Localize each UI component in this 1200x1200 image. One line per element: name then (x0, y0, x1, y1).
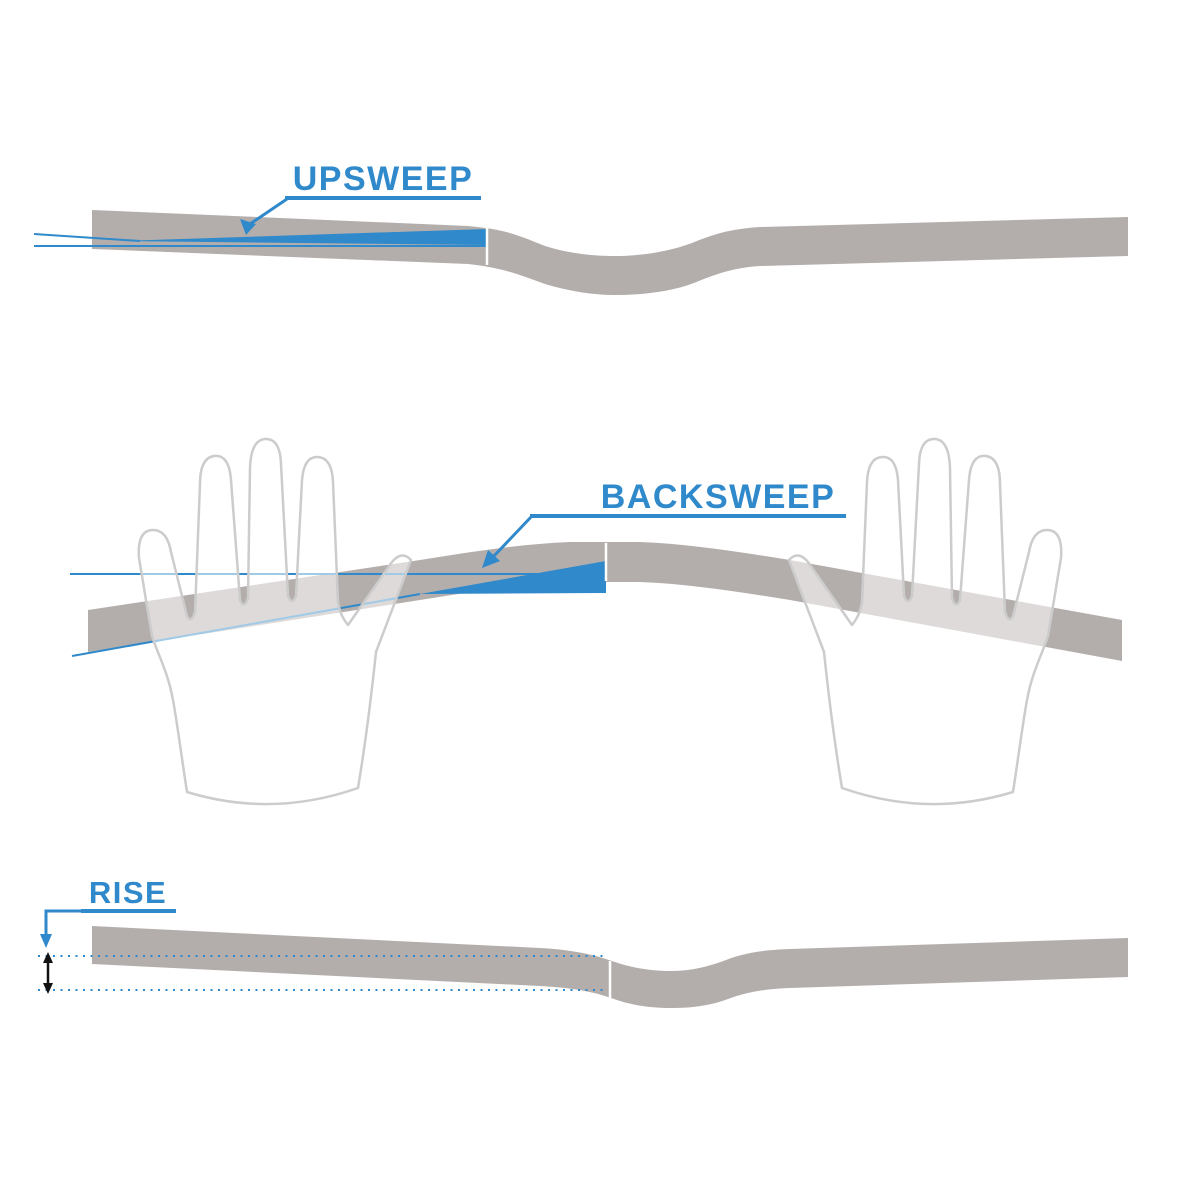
rise-measure-arrowhead-down-icon (43, 983, 53, 994)
backsweep-leader-line (492, 515, 533, 558)
backsweep-arrowhead-icon (482, 550, 500, 568)
upsweep-leader-line (249, 197, 288, 226)
upsweep-angle-wedge (120, 229, 487, 245)
backsweep-angle-wedge (420, 561, 606, 594)
handlebar-front-tube (92, 210, 1128, 295)
rise-underline (81, 909, 176, 913)
upsweep-arrowhead-icon (240, 219, 256, 235)
upsweep-underline (285, 196, 481, 200)
handlebar-top-tube (88, 542, 1122, 661)
rise-arrowhead-icon (40, 934, 52, 948)
upsweep-reference-line-upper (33, 233, 141, 242)
left-hand-outline (137, 437, 413, 806)
rise-connector-line (44, 909, 81, 936)
rise-label: RISE (89, 875, 167, 910)
rise-panel: RISE (38, 875, 1128, 1008)
backsweep-underline (530, 514, 846, 518)
backsweep-label: BACKSWEEP (601, 478, 836, 516)
upsweep-label: UPSWEEP (293, 160, 474, 198)
rise-measure-arrowhead-up-icon (43, 952, 53, 963)
backsweep-panel: BACKSWEEP (70, 437, 1122, 806)
upsweep-panel: UPSWEEP (33, 160, 1128, 295)
